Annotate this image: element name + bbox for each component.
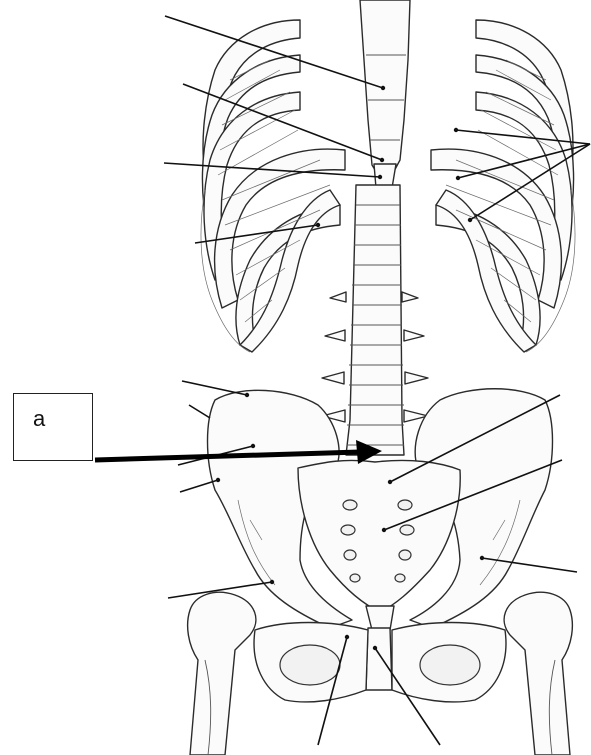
coccyx [366, 606, 394, 630]
sacrum [298, 460, 460, 612]
right-femur [504, 592, 572, 755]
leader-line-5 [182, 381, 247, 395]
right-ribs [431, 20, 575, 352]
left-femur [188, 592, 256, 755]
label-a-text: a [33, 406, 45, 432]
leader-line-8 [180, 480, 218, 492]
left-obturator-foramen [280, 645, 340, 685]
label-box-a: a [13, 393, 93, 461]
sternum [360, 0, 410, 192]
leader-line-6 [189, 405, 210, 418]
left-ribs [201, 20, 345, 352]
right-obturator-foramen [420, 645, 480, 685]
pubic-symphysis [366, 628, 392, 690]
